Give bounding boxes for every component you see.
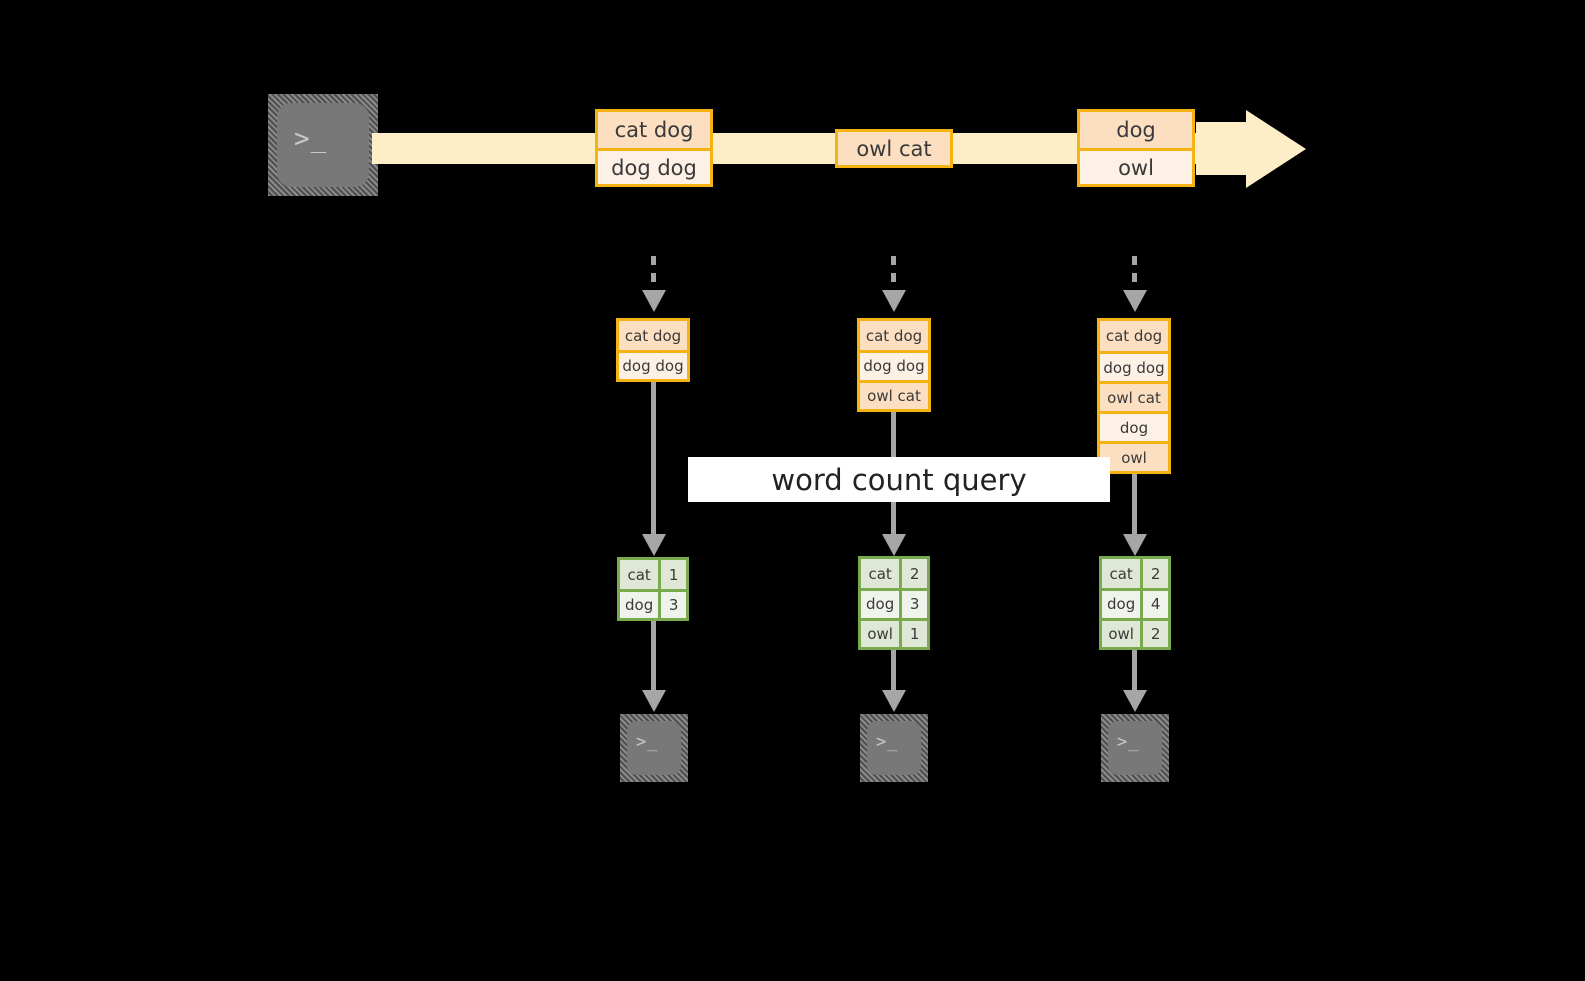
terminal-prompt-glyph: >_ [294, 124, 328, 154]
result-key: dog [861, 591, 900, 618]
table-row: dog 3 [620, 589, 686, 618]
consumer-terminal-1: >_ [620, 714, 688, 782]
arrow-head-down-icon [1123, 290, 1147, 312]
arrow-head-down-icon [1123, 534, 1147, 556]
arrow-head-down-icon [642, 290, 666, 312]
table-row: owl 1 [861, 617, 927, 647]
result-value: 2 [899, 559, 927, 589]
snapshot-line: owl cat [1100, 381, 1168, 411]
stream-arrow-shaft [1196, 122, 1248, 175]
terminal-body [867, 721, 921, 775]
event-line: dog [1080, 112, 1192, 148]
snapshot-line: cat dog [619, 321, 687, 350]
result-value: 3 [899, 591, 927, 618]
terminal-prompt-glyph: >_ [1117, 732, 1140, 752]
event-line: owl cat [838, 132, 950, 165]
result-2: cat 2 dog 3 owl 1 [858, 556, 930, 650]
table-row: cat 1 [620, 560, 686, 589]
snapshot-line: dog [1100, 411, 1168, 441]
event-line: owl [1080, 148, 1192, 184]
table-row: owl 2 [1102, 617, 1168, 647]
event-line: dog dog [598, 148, 710, 184]
consumer-link-1 [651, 621, 656, 695]
snapshot-2: cat dog dog dog owl cat [857, 318, 931, 412]
consumer-terminal-3: >_ [1101, 714, 1169, 782]
consumer-terminal-2: >_ [860, 714, 928, 782]
snapshot-link-1 [651, 256, 656, 292]
arrow-head-down-icon [642, 690, 666, 712]
result-key: dog [620, 592, 659, 618]
arrow-head-down-icon [642, 534, 666, 556]
terminal-icon: >_ [268, 94, 378, 196]
query-link-3 [1132, 474, 1137, 550]
table-row: dog 4 [1102, 588, 1168, 618]
table-row: cat 2 [861, 559, 927, 589]
table-row: dog 3 [861, 588, 927, 618]
snapshot-line: dog dog [619, 350, 687, 379]
query-link-1 [651, 382, 656, 550]
result-key: owl [861, 620, 900, 647]
event-batch-2: owl cat [835, 129, 953, 168]
arrow-head-down-icon [1123, 690, 1147, 712]
result-value: 1 [899, 620, 927, 647]
consumer-link-2 [891, 650, 896, 695]
query-label-band: word count query [688, 457, 1110, 502]
right-arrow-icon [1246, 110, 1306, 188]
result-value: 4 [1140, 591, 1168, 618]
snapshot-line: owl [1100, 441, 1168, 471]
result-value: 2 [1140, 559, 1168, 589]
arrow-head-down-icon [882, 290, 906, 312]
event-batch-1: cat dog dog dog [595, 109, 713, 187]
result-value: 1 [658, 560, 686, 589]
arrow-head-down-icon [882, 690, 906, 712]
event-batch-3: dog owl [1077, 109, 1195, 187]
terminal-prompt-glyph: >_ [876, 732, 899, 752]
result-key: owl [1102, 620, 1141, 647]
snapshot-link-3 [1132, 256, 1137, 292]
snapshot-3: cat dog dog dog owl cat dog owl [1097, 318, 1171, 474]
event-line: cat dog [598, 112, 710, 148]
result-3: cat 2 dog 4 owl 2 [1099, 556, 1171, 650]
result-value: 2 [1140, 620, 1168, 647]
snapshot-line: cat dog [1100, 321, 1168, 351]
result-key: cat [1102, 559, 1141, 589]
result-1: cat 1 dog 3 [617, 557, 689, 621]
terminal-body [1108, 721, 1162, 775]
terminal-body [627, 721, 681, 775]
snapshot-link-2 [891, 256, 896, 292]
query-label: word count query [771, 462, 1027, 497]
result-key: cat [620, 560, 659, 589]
terminal-prompt-glyph: >_ [636, 732, 659, 752]
result-key: dog [1102, 591, 1141, 618]
arrow-head-down-icon [882, 534, 906, 556]
snapshot-line: dog dog [1100, 351, 1168, 381]
snapshot-line: cat dog [860, 321, 928, 351]
result-value: 3 [658, 592, 686, 618]
snapshot-line: owl cat [860, 379, 928, 409]
table-row: cat 2 [1102, 559, 1168, 589]
snapshot-line: dog dog [860, 350, 928, 380]
consumer-link-3 [1132, 650, 1137, 695]
terminal-body [277, 103, 369, 187]
snapshot-1: cat dog dog dog [616, 318, 690, 382]
result-key: cat [861, 559, 900, 589]
